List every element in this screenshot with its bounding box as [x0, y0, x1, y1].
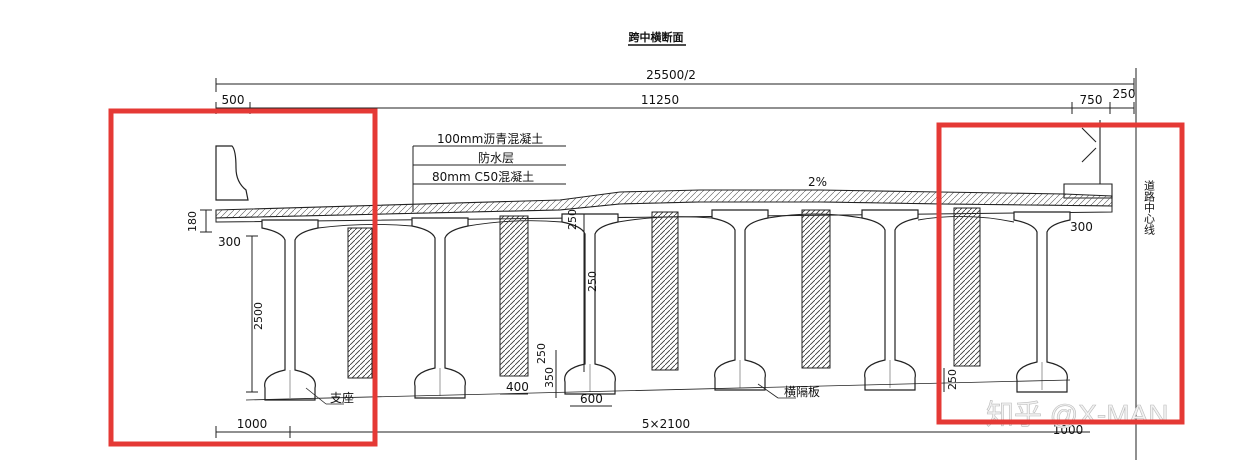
left-vertical-dims: [200, 209, 258, 393]
dim-deck-span: 11250: [641, 93, 679, 107]
watermark: 知乎 @X-MAN: [986, 399, 1168, 430]
dim-right-flange: 300: [1070, 220, 1093, 234]
dim-right-heel: 250: [946, 369, 959, 390]
dim-heel-height: 250: [535, 343, 548, 364]
dim-bottom-flange-width: 600: [580, 392, 603, 406]
dim-diaphragm-width: 400: [506, 380, 529, 394]
dim-mid-girder-height: 250: [586, 271, 599, 292]
diaphragms: [347, 207, 981, 379]
callout-diaphragm: 横隔板: [784, 385, 820, 399]
dim-girder-spacing: 5×2100: [642, 417, 690, 431]
dim-right-barrier: 750: [1080, 93, 1103, 107]
bottom-spacing-dims: [215, 426, 1090, 438]
layer-waterproof: 防水层: [478, 150, 514, 165]
drawing-title: 跨中横断面: [629, 30, 684, 44]
dim-heel-height-2: 350: [543, 367, 556, 388]
left-barrier: [215, 145, 249, 201]
dim-right-edge: 250: [1113, 87, 1136, 101]
sub-dimensions: [215, 102, 1135, 114]
highlight-box-left: [108, 108, 378, 447]
layer-callouts: [412, 145, 566, 212]
centerline-label: 道路中心线: [1143, 179, 1156, 235]
dim-slab-thickness: 180: [186, 211, 199, 232]
dim-right-end-spacing: 1000: [1053, 423, 1084, 437]
dim-left-curb: 500: [222, 93, 245, 107]
overall-dimension: [215, 78, 1135, 92]
dim-total-width: 25500/2: [646, 68, 696, 82]
dim-left-end-spacing: 1000: [237, 417, 268, 431]
deck-slope: 2%: [808, 175, 827, 189]
dim-girder-height: 2500: [252, 302, 265, 330]
dim-web-label: 250: [566, 209, 579, 230]
layer-asphalt: 100mm沥青混凝土: [437, 131, 543, 146]
right-barrier: [1063, 120, 1113, 199]
bottom-baseline: [245, 379, 1071, 401]
highlight-box-right: [936, 122, 1185, 425]
layer-concrete: 80mm C50混凝土: [432, 169, 534, 184]
dim-flange-overhang: 300: [218, 235, 241, 249]
callout-bearing: 支座: [330, 390, 354, 405]
